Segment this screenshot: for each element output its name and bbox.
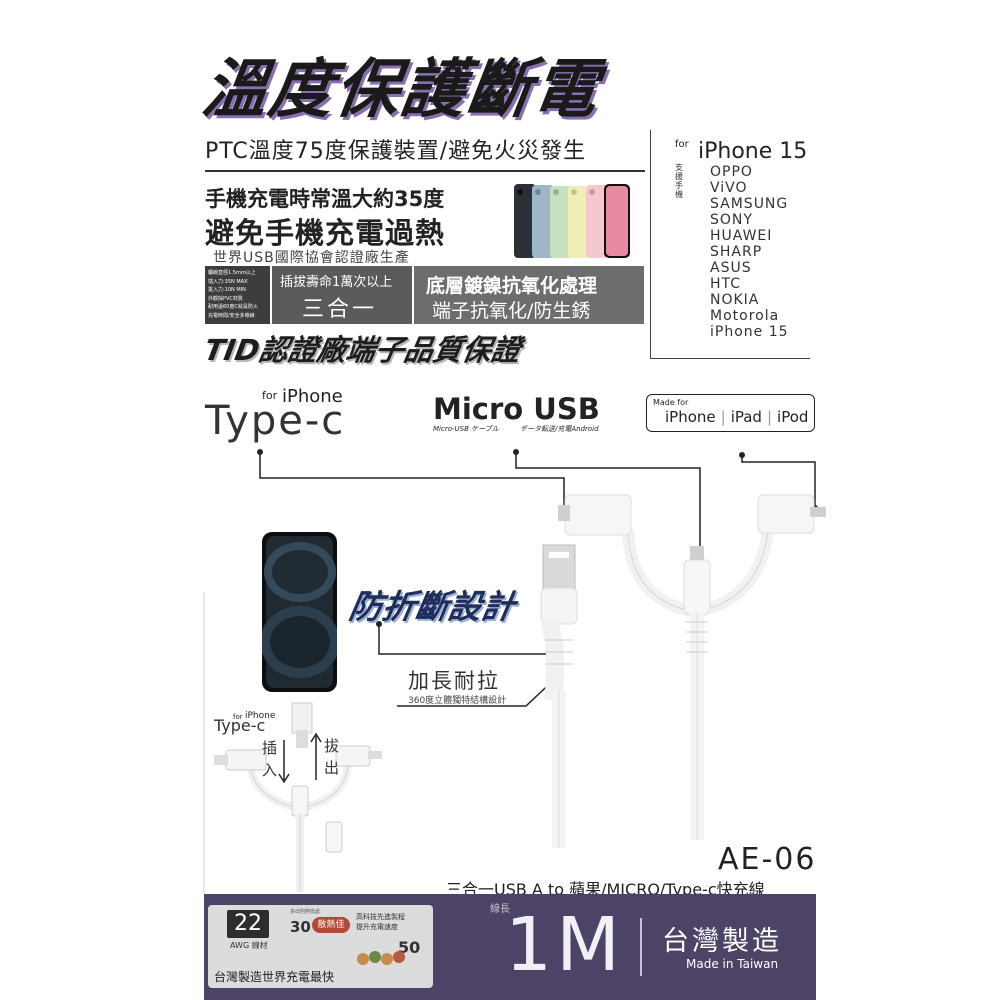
spec-line: 外觀採PVC材質 xyxy=(208,295,243,302)
band-divider xyxy=(640,918,642,976)
support-for-label: for xyxy=(675,139,689,150)
brand-item: ViVO xyxy=(710,180,748,196)
micro-usb-sub2: データ転送/充電Android xyxy=(520,425,599,433)
charge-line1: 手機充電時常溫大約35度 xyxy=(205,187,445,211)
pull-out-label: 拔出 xyxy=(324,737,340,777)
spec-line: 拔入力:10N MIN xyxy=(208,287,246,293)
brand-list: OPPO ViVO SAMSUNG SONY HUAWEI SHARP ASUS… xyxy=(710,164,789,340)
awg-number: 22 xyxy=(227,910,269,938)
mfi-made-for: Made for xyxy=(653,398,689,407)
header-divider xyxy=(205,170,645,172)
mfi-item: iPod xyxy=(777,408,809,426)
phone-illustration xyxy=(262,532,337,692)
plug-in-label: 插入 xyxy=(262,739,278,779)
typec-iphone-label: iPhone xyxy=(282,386,343,407)
spec-line: 充電時間/安全多條線 xyxy=(208,312,255,319)
small-typec-for: for xyxy=(233,713,243,721)
typec-heading: Type-c xyxy=(205,398,346,444)
spec-line: 纜線直徑1.5mm以上 xyxy=(208,270,256,276)
tech-line: 提升充電速度 xyxy=(356,923,398,931)
spec-box: 纜線直徑1.5mm以上 插入力:35N MAX 拔入力:10N MIN 外觀採P… xyxy=(205,266,270,324)
micro-usb-heading: Micro USB xyxy=(433,392,600,426)
support-label: 支援手機 xyxy=(675,163,683,199)
small-typec-iphone: iPhone xyxy=(245,711,276,721)
mfi-item: iPhone xyxy=(665,408,716,426)
value-50: 50 xyxy=(398,938,421,957)
nickel-box: 底層鍍鎳抗氧化處理 端子抗氧化/防生銹 xyxy=(414,266,644,324)
model-number: AE-06 xyxy=(718,842,817,877)
ptc-line: PTC溫度75度保護裝置/避免火災發生 xyxy=(205,139,587,164)
anti-bend-title: 防折斷設計 xyxy=(346,587,518,626)
tech-text: 高科技先進製程 提升充電速度 xyxy=(356,912,405,932)
heat-badge: 散熱佳 xyxy=(312,917,350,933)
plug-life-text: 插拔壽命1萬次以上 xyxy=(280,275,393,290)
brand-item: HUAWEI xyxy=(710,228,773,244)
extend-label: 加長耐拉 xyxy=(408,669,500,693)
mfi-item: iPad xyxy=(730,408,762,426)
brand-item: SHARP xyxy=(710,244,763,260)
tech-line: 高科技先進製程 xyxy=(356,913,405,921)
mfi-items: iPhone|iPad|iPod xyxy=(665,408,809,426)
brand-item: ASUS xyxy=(710,260,752,276)
brand-item: SONY xyxy=(710,212,753,228)
support-headline: iPhone 15 xyxy=(698,139,808,164)
extend-sub: 360度立體獨特結構設計 xyxy=(408,696,507,706)
value-30: 30 xyxy=(290,918,311,936)
mfi-badge: Made for iPhone|iPad|iPod xyxy=(646,394,815,432)
nickel-sub: 端子抗氧化/防生銹 xyxy=(432,300,591,322)
brand-item: iPhone 15 xyxy=(710,324,789,340)
made-in-taiwan-en: Made in Taiwan xyxy=(686,957,779,971)
spec-line: 插入力:35N MAX xyxy=(208,278,248,285)
v30-caption: 多出則熱低處 xyxy=(290,909,321,915)
length-caption: 線長 xyxy=(490,904,510,915)
cert-line: 世界USB國際協會認證廠生產 xyxy=(213,250,410,266)
brand-item: SAMSUNG xyxy=(710,196,789,212)
plug-life-box: 插拔壽命1萬次以上 三合一 xyxy=(272,266,412,324)
brand-item: Motorola xyxy=(710,308,780,324)
made-in-taiwan-cn: 台灣製造 xyxy=(662,926,782,957)
support-divider-vertical xyxy=(650,130,651,358)
length-value: 1M xyxy=(505,902,624,988)
awg-bottom-text: 台灣製造世界充電最快 xyxy=(214,970,335,984)
nickel-title: 底層鍍鎳抗氧化處理 xyxy=(426,275,598,297)
typec-for-label: for xyxy=(262,389,278,402)
awg-label: AWG 線材 xyxy=(230,941,268,950)
copper-wire-icon xyxy=(357,951,405,965)
brand-item: NOKIA xyxy=(710,292,760,308)
support-divider-horizontal xyxy=(650,358,810,359)
brand-item: OPPO xyxy=(710,164,753,180)
spec-line: 耐用溫60度C就是防火 xyxy=(208,304,258,310)
micro-usb-sub1: Micro-USB ケーブル xyxy=(433,425,499,433)
brand-item: HTC xyxy=(710,276,742,292)
charge-line2: 避免手機充電過熱 xyxy=(205,216,446,250)
small-typec-heading: Type-c xyxy=(214,716,266,735)
phones-illustration xyxy=(514,184,630,258)
three-in-one-text: 三合一 xyxy=(302,297,378,322)
